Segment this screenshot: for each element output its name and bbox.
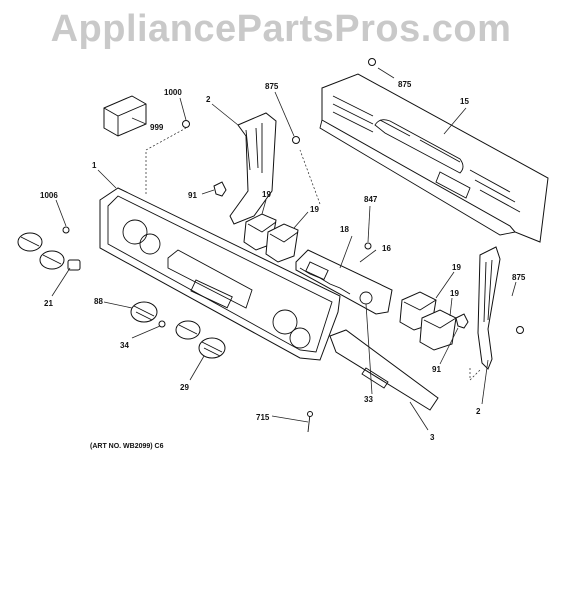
- screw-875b[interactable]: [368, 58, 376, 66]
- label-2b: 2: [476, 407, 481, 416]
- label-1000: 1000: [164, 88, 182, 97]
- label-21: 21: [44, 299, 53, 308]
- label-18: 18: [340, 225, 349, 234]
- label-3: 3: [430, 433, 435, 442]
- part-labels: 999 1000 2 875 875 15 1 91 19 19 847 100…: [40, 80, 526, 450]
- label-847: 847: [364, 195, 378, 204]
- knob-extra-a[interactable]: [17, 232, 43, 252]
- knob-29[interactable]: [198, 337, 226, 359]
- label-19d: 19: [450, 289, 459, 298]
- infinite-switch-d[interactable]: [419, 309, 457, 351]
- art-number: (ART NO. WB2099) C6: [90, 443, 164, 450]
- screw-1006[interactable]: [62, 226, 70, 234]
- label-1: 1: [92, 161, 97, 170]
- infinite-switch-b[interactable]: [265, 223, 299, 263]
- label-34: 34: [120, 341, 129, 350]
- label-19c: 19: [452, 263, 461, 272]
- control-panel[interactable]: [99, 187, 341, 361]
- knob-extra-b[interactable]: [39, 250, 65, 270]
- side-bracket-right[interactable]: [477, 246, 501, 370]
- label-91a: 91: [188, 191, 197, 200]
- screw-875a[interactable]: [292, 136, 300, 144]
- label-19a: 19: [262, 190, 271, 199]
- label-875c: 875: [512, 273, 526, 282]
- screw-875c[interactable]: [516, 326, 524, 334]
- label-19b: 19: [310, 205, 319, 214]
- leader-lines: [51, 67, 517, 431]
- lower-trim[interactable]: [329, 329, 439, 411]
- label-875b: 875: [398, 80, 412, 89]
- label-88: 88: [94, 297, 103, 306]
- knob-small-21[interactable]: [67, 259, 81, 271]
- label-875a: 875: [265, 82, 279, 91]
- label-999: 999: [150, 123, 164, 132]
- label-29: 29: [180, 383, 189, 392]
- back-panel[interactable]: [319, 73, 549, 243]
- screw-715[interactable]: [307, 411, 313, 433]
- knob-extra-c[interactable]: [175, 320, 201, 340]
- label-1006: 1006: [40, 191, 58, 200]
- label-15: 15: [460, 97, 469, 106]
- screw-34[interactable]: [158, 320, 166, 328]
- label-16: 16: [382, 244, 391, 253]
- connector-block[interactable]: [103, 95, 147, 137]
- label-33: 33: [364, 395, 373, 404]
- screw-847[interactable]: [364, 242, 372, 250]
- knob-88[interactable]: [130, 301, 158, 323]
- label-715: 715: [256, 413, 270, 422]
- label-91b: 91: [432, 365, 441, 374]
- label-2a: 2: [206, 95, 211, 104]
- clip-91b[interactable]: [455, 313, 469, 329]
- watermark: AppliancePartsPros.com: [50, 8, 512, 50]
- screw-1000[interactable]: [182, 120, 190, 128]
- clip-91a[interactable]: [213, 181, 227, 197]
- side-bracket-left[interactable]: [229, 112, 277, 225]
